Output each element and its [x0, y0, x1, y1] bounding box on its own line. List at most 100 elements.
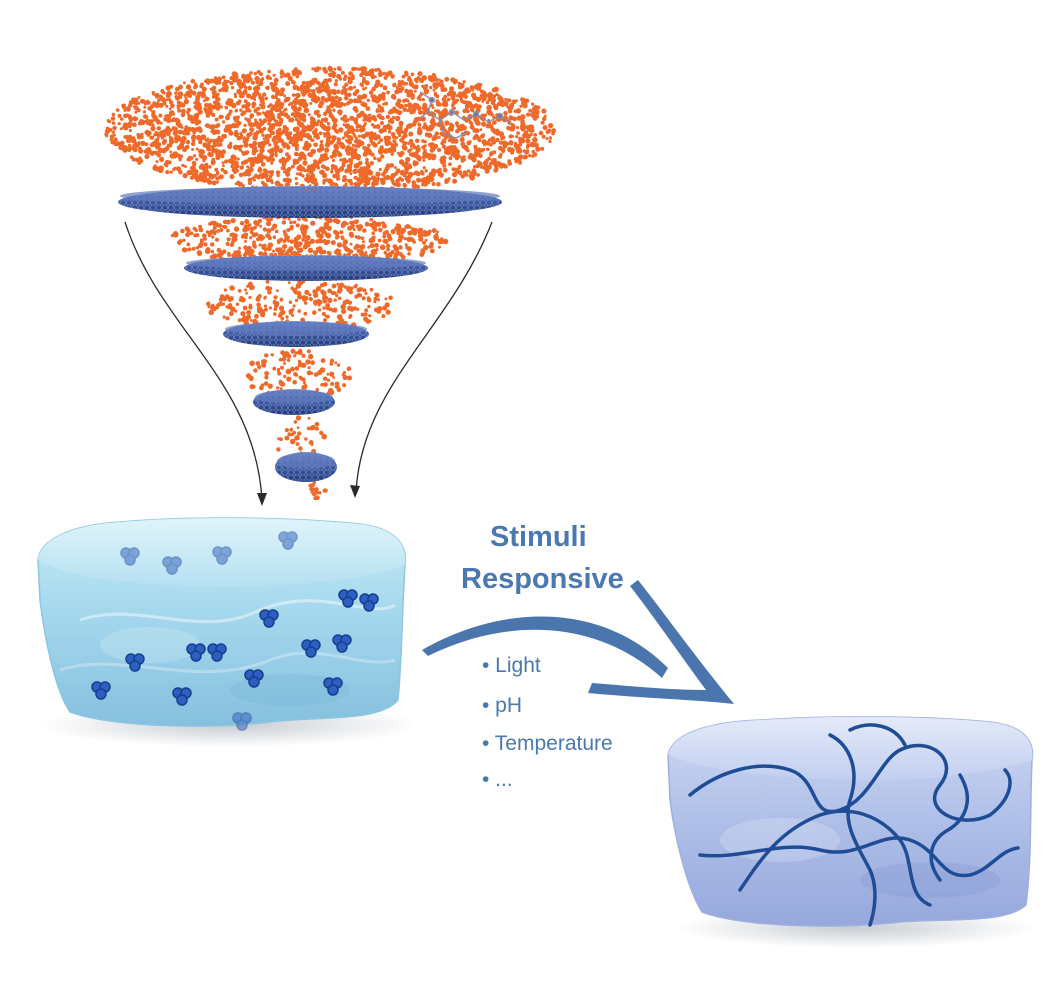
particle [525, 138, 531, 144]
particle [468, 152, 473, 157]
particle [239, 108, 243, 112]
particle [243, 123, 247, 127]
particle [279, 102, 284, 107]
particle [534, 109, 540, 116]
particle [206, 78, 210, 82]
particle [349, 172, 353, 176]
particle [190, 78, 196, 84]
particle [196, 134, 202, 141]
particle [158, 113, 163, 118]
particle [117, 113, 122, 118]
particle [168, 100, 174, 105]
particle [344, 92, 349, 97]
particle [332, 108, 336, 112]
particle [472, 157, 476, 161]
particle [285, 171, 291, 176]
particle [219, 294, 225, 299]
particle [286, 228, 291, 232]
particle [278, 305, 285, 311]
particle [297, 362, 304, 368]
particle [170, 103, 175, 109]
particle [222, 133, 228, 139]
particle [298, 71, 303, 75]
particle [478, 153, 482, 156]
particle [492, 150, 497, 155]
particle [326, 157, 329, 160]
particle [422, 166, 426, 170]
particle [513, 157, 518, 162]
particle [454, 155, 460, 161]
particle [430, 78, 435, 83]
particle [256, 111, 261, 116]
particle [429, 119, 434, 125]
particle [292, 380, 297, 385]
particle [276, 289, 279, 293]
particle [371, 235, 376, 240]
particle [455, 129, 460, 134]
particle [335, 129, 340, 134]
particle [123, 125, 129, 131]
particle [206, 80, 211, 85]
particle [430, 145, 436, 152]
particle [268, 155, 272, 159]
particle [359, 72, 364, 78]
particle [499, 152, 503, 157]
particle [267, 69, 271, 74]
particle [330, 291, 336, 296]
polymer-strand [848, 723, 907, 747]
particle [487, 156, 491, 161]
particle [261, 362, 267, 368]
particle [375, 248, 379, 252]
particle [290, 112, 295, 117]
particle [423, 244, 429, 251]
particle [190, 127, 196, 132]
particle [105, 127, 111, 133]
particle [227, 128, 232, 133]
particle [281, 162, 287, 167]
particle [400, 86, 405, 91]
particle [326, 239, 331, 244]
particle [246, 251, 250, 255]
particle [424, 179, 430, 185]
particle [218, 174, 224, 180]
particle [315, 239, 320, 244]
particle [336, 146, 340, 150]
particle [479, 128, 483, 132]
particle [280, 316, 285, 321]
stimuli-title-line2: Responsive [461, 563, 624, 595]
particle [231, 252, 237, 259]
particle [520, 114, 526, 120]
particle [440, 240, 444, 244]
particle [302, 161, 308, 166]
particle [412, 240, 417, 244]
particle [465, 88, 471, 94]
particle [140, 121, 145, 126]
particle [153, 164, 157, 168]
particle [444, 178, 450, 184]
particle [326, 250, 330, 254]
particle [244, 219, 250, 225]
particle [371, 231, 376, 235]
particle [236, 135, 242, 141]
particle [319, 145, 325, 152]
particle [132, 147, 138, 153]
particle [314, 121, 320, 127]
particle [248, 375, 254, 381]
particle [187, 113, 191, 117]
particle [233, 233, 238, 238]
particle [325, 232, 332, 239]
particle [198, 128, 203, 134]
particle [221, 149, 227, 155]
particle [245, 93, 250, 98]
particle [186, 107, 192, 113]
particle [285, 157, 289, 161]
particle [301, 377, 306, 382]
particle [279, 387, 283, 391]
particle [461, 125, 467, 131]
particle [479, 83, 483, 87]
particle [336, 177, 340, 181]
particle [412, 172, 416, 176]
particle [199, 91, 204, 96]
particle [531, 102, 535, 106]
particle [185, 84, 192, 90]
